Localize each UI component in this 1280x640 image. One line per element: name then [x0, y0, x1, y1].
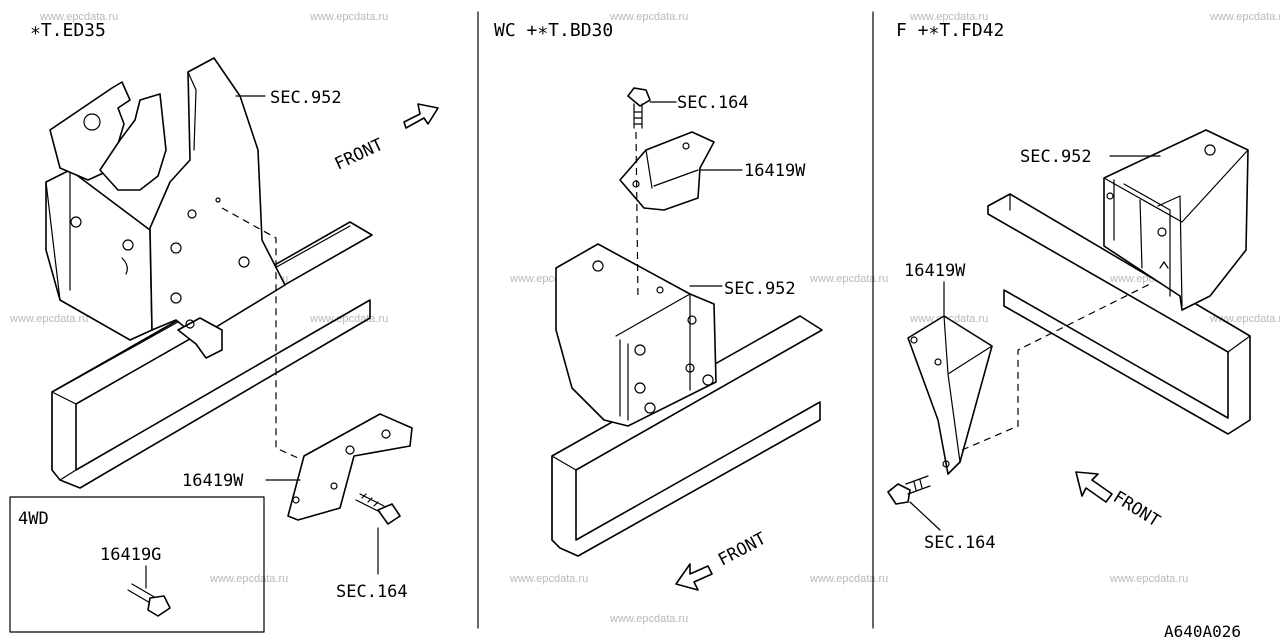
dashed-guide-middle	[635, 131, 639, 301]
watermark-text: www.epcdata.ru	[609, 11, 688, 23]
bracket-16419w-left	[287, 413, 413, 521]
label-sec952-left: SEC.952	[270, 88, 342, 108]
label-sec164-right: SEC.164	[924, 533, 996, 553]
watermark-text: www.epcdata.ru	[809, 573, 888, 585]
body-mount-bracket	[45, 169, 153, 341]
inset-4wd-frame	[9, 496, 265, 633]
front-label-middle: FRONT	[715, 529, 770, 571]
dashed-guide-right	[961, 283, 1151, 451]
front-arrow-left: FRONT	[332, 103, 439, 175]
watermark-text: www.epcdata.ru	[309, 313, 388, 325]
watermark-text: www.epcdata.ru	[609, 613, 688, 625]
panel-right-header: F +∗T.FD42	[896, 20, 1004, 41]
watermark-text: www.epcdata.ru	[209, 573, 288, 585]
front-arrow-middle: FRONT	[675, 529, 770, 591]
watermark-text: www.epcdata.ru	[309, 11, 388, 23]
bracket-16419w-right	[907, 315, 993, 475]
inset-4wd: 4WD 16419G	[9, 496, 265, 633]
bracket-16419w-middle	[619, 131, 715, 211]
watermark-text: www.epcdata.ru	[509, 573, 588, 585]
label-16419w-middle: 16419W	[744, 161, 806, 181]
panel-left-header: ∗T.ED35	[30, 20, 106, 41]
dashed-guide-left	[221, 207, 299, 459]
label-sec164-left: SEC.164	[336, 582, 408, 602]
frame-rail-middle	[551, 315, 823, 557]
label-sec164-middle: SEC.164	[677, 93, 749, 113]
bolt-inset-icon	[127, 583, 171, 617]
watermark-text: www.epcdata.ru	[9, 313, 88, 325]
watermark-text: www.epcdata.ru	[809, 273, 888, 285]
bolt-top-icon	[627, 87, 651, 129]
panel-middle-header: WC +∗T.BD30	[494, 20, 613, 41]
watermark-text: www.epcdata.ru	[39, 11, 118, 23]
bolt-icon	[355, 493, 401, 525]
watermark-text: www.epcdata.ru	[909, 11, 988, 23]
front-label-right: FRONT	[1109, 487, 1163, 531]
inset-part-label: 16419G	[100, 545, 161, 565]
frame-rail-left	[51, 221, 373, 489]
label-sec952-middle: SEC.952	[724, 279, 796, 299]
leader-sec164-right	[909, 501, 941, 531]
outrigger-sec952-middle	[555, 243, 717, 427]
mount-box-sec952-right	[1103, 129, 1249, 311]
inset-4wd-title: 4WD	[18, 509, 49, 529]
panel-middle: WC +∗T.BD30 SEC.164 16419W	[494, 20, 823, 591]
label-16419w-right: 16419W	[904, 261, 966, 281]
front-label-left: FRONT	[332, 135, 387, 175]
panel-left: ∗T.ED35	[9, 20, 439, 633]
watermark-text: www.epcdata.ru	[1209, 313, 1280, 325]
bolt-right-icon	[887, 475, 931, 505]
front-arrow-right: FRONT	[1075, 471, 1163, 531]
panel-right: F +∗T.FD42 SEC.952 16419W SEC.164	[887, 20, 1251, 553]
label-sec952-right: SEC.952	[1020, 147, 1092, 167]
page-code: A640A026	[1164, 622, 1241, 640]
watermark-text: www.epcdata.ru	[1209, 11, 1280, 23]
label-16419w-left: 16419W	[182, 471, 244, 491]
watermark-text: www.epcdata.ru	[1109, 573, 1188, 585]
hook-right	[99, 93, 167, 191]
